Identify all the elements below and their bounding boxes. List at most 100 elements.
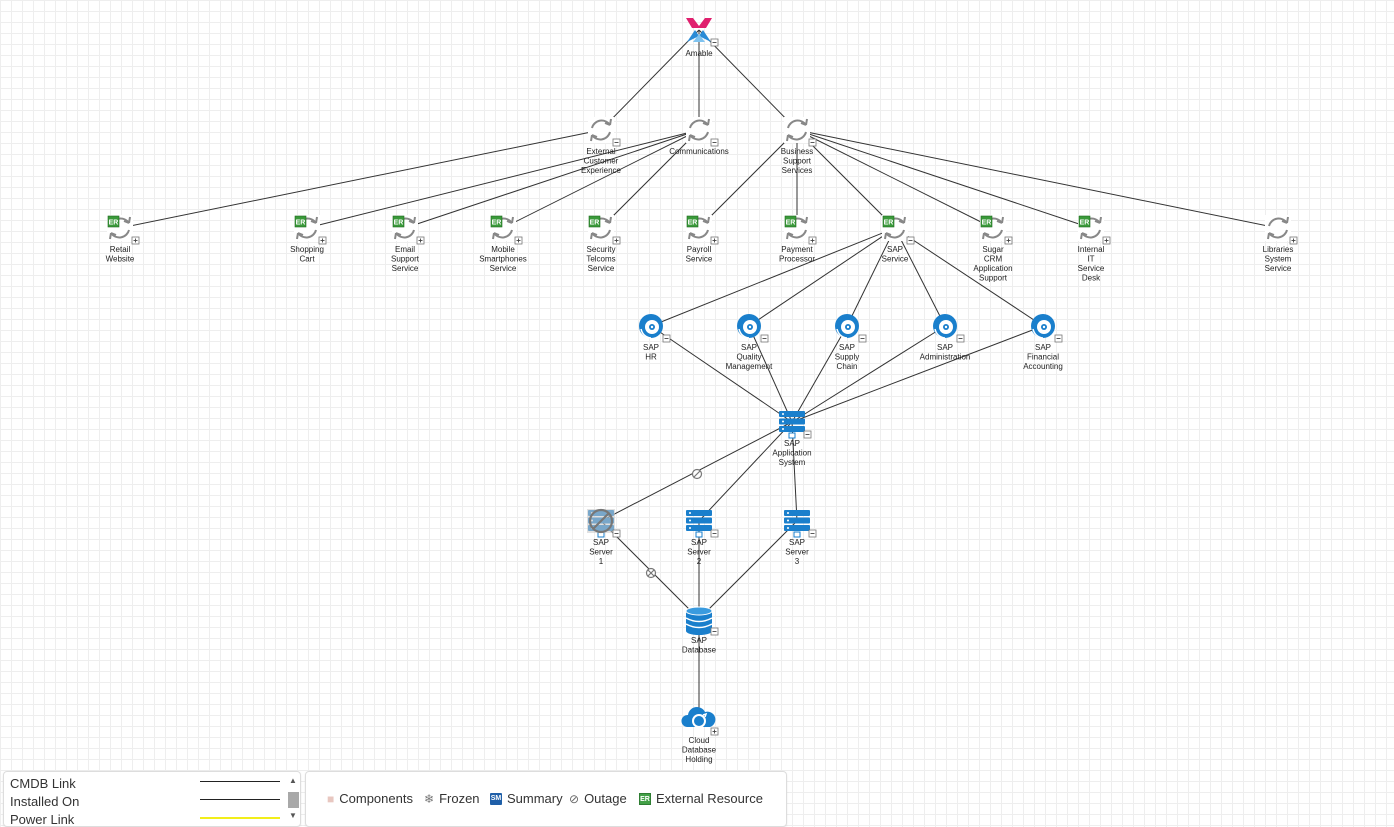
edge-business_support_services-to-payroll_service[interactable] <box>698 129 798 229</box>
cloud-icon[interactable] <box>681 707 716 728</box>
collapse-icon[interactable] <box>710 138 719 147</box>
edge-business_support_services-to-sugar_crm_application_support[interactable] <box>796 129 994 229</box>
expand-icon[interactable] <box>710 236 719 245</box>
legend-components[interactable]: ■ Components <box>327 791 413 806</box>
node-amable[interactable]: Amable <box>685 18 719 58</box>
server-icon[interactable] <box>779 411 805 439</box>
edge-sap_service-to-sap_quality_management[interactable] <box>748 227 896 327</box>
outage-icon[interactable] <box>691 468 703 480</box>
edge-business_support_services-to-libraries_system_service[interactable] <box>796 129 1279 229</box>
edge-sap_service-to-sap_financial_accounting[interactable] <box>894 227 1044 327</box>
database-icon[interactable] <box>685 606 713 635</box>
expand-icon[interactable] <box>514 236 523 245</box>
scroll-up-arrow-icon[interactable]: ▲ <box>289 776 297 785</box>
service-icon[interactable] <box>1078 215 1104 241</box>
legend-frozen[interactable]: ❄ Frozen <box>424 791 480 806</box>
service-icon[interactable] <box>588 117 614 143</box>
collapse-icon[interactable] <box>612 529 621 538</box>
edge-sap_financial_accounting-to-sap_application_system[interactable] <box>791 325 1044 423</box>
collapse-icon[interactable] <box>760 334 769 343</box>
edge-sap_quality_management-to-sap_application_system[interactable] <box>748 325 793 423</box>
collapse-icon[interactable] <box>808 529 817 538</box>
expand-icon[interactable] <box>131 236 140 245</box>
collapse-icon[interactable] <box>710 529 719 538</box>
collapse-icon[interactable] <box>803 430 812 439</box>
edge-communications-to-mobile_smartphones_service[interactable] <box>502 129 700 229</box>
collapse-icon[interactable] <box>612 138 621 147</box>
edge-business_support_services-to-internal_it_service_desk[interactable] <box>796 129 1092 229</box>
outage-icon[interactable] <box>645 567 657 579</box>
application-icon[interactable] <box>639 314 663 339</box>
expand-icon[interactable] <box>318 236 327 245</box>
service-icon[interactable] <box>107 215 133 241</box>
service-icon[interactable] <box>1265 215 1291 241</box>
service-icon[interactable] <box>686 117 712 143</box>
expand-icon[interactable] <box>1289 236 1298 245</box>
edge-sap_service-to-sap_hr[interactable] <box>650 227 896 327</box>
service-icon[interactable] <box>490 215 516 241</box>
edge-amable-to-external_customer_experience[interactable] <box>600 29 700 131</box>
application-icon[interactable] <box>933 314 957 339</box>
expand-icon[interactable] <box>1102 236 1111 245</box>
edge-sap_service-to-sap_supply_chain[interactable] <box>846 227 896 327</box>
edge-sap_server_3-to-sap_database[interactable] <box>698 520 798 620</box>
amable-logo-icon[interactable] <box>686 18 712 42</box>
service-icon[interactable] <box>784 117 810 143</box>
expand-icon[interactable] <box>612 236 621 245</box>
collapse-icon[interactable] <box>858 334 867 343</box>
collapse-icon[interactable] <box>662 334 671 343</box>
edge-sap_hr-to-sap_application_system[interactable] <box>650 325 793 423</box>
edge-communications-to-email_support_service[interactable] <box>404 129 700 229</box>
edge-sap_administration-to-sap_application_system[interactable] <box>791 325 946 423</box>
collapse-icon[interactable] <box>808 138 817 147</box>
server-icon[interactable] <box>587 508 615 538</box>
expand-icon[interactable] <box>1004 236 1013 245</box>
application-icon[interactable] <box>835 314 859 339</box>
legend-external-resource[interactable]: ER External Resource <box>639 791 763 806</box>
edge-sap_application_system-to-sap_server_2[interactable] <box>698 421 793 522</box>
legend-summary[interactable]: SM Summary <box>490 791 563 806</box>
scroll-down-arrow-icon[interactable]: ▼ <box>289 811 297 820</box>
edge-external_customer_experience-to-retail_website[interactable] <box>119 129 602 229</box>
legend-outage[interactable]: ⊘ Outage <box>569 791 627 806</box>
collapse-icon[interactable] <box>710 38 719 47</box>
expand-icon[interactable] <box>710 727 719 736</box>
expand-icon[interactable] <box>808 236 817 245</box>
edge-communications-to-security_telcoms_service[interactable] <box>600 129 700 229</box>
legend-scrollbar[interactable]: ▲ ▼ <box>286 774 300 824</box>
edge-sap_service-to-sap_administration[interactable] <box>894 227 946 327</box>
server-icon[interactable] <box>784 510 810 538</box>
collapse-icon[interactable] <box>710 627 719 636</box>
scroll-thumb[interactable] <box>288 792 299 808</box>
application-icon[interactable] <box>1031 314 1055 339</box>
application-icon[interactable] <box>737 314 761 339</box>
edge-amable-to-business_support_services[interactable] <box>698 29 798 131</box>
node-communications[interactable]: Communications <box>669 117 729 156</box>
edge-communications-to-shopping_cart[interactable] <box>306 129 700 229</box>
collapse-icon[interactable] <box>956 334 965 343</box>
server-icon[interactable] <box>686 510 712 538</box>
